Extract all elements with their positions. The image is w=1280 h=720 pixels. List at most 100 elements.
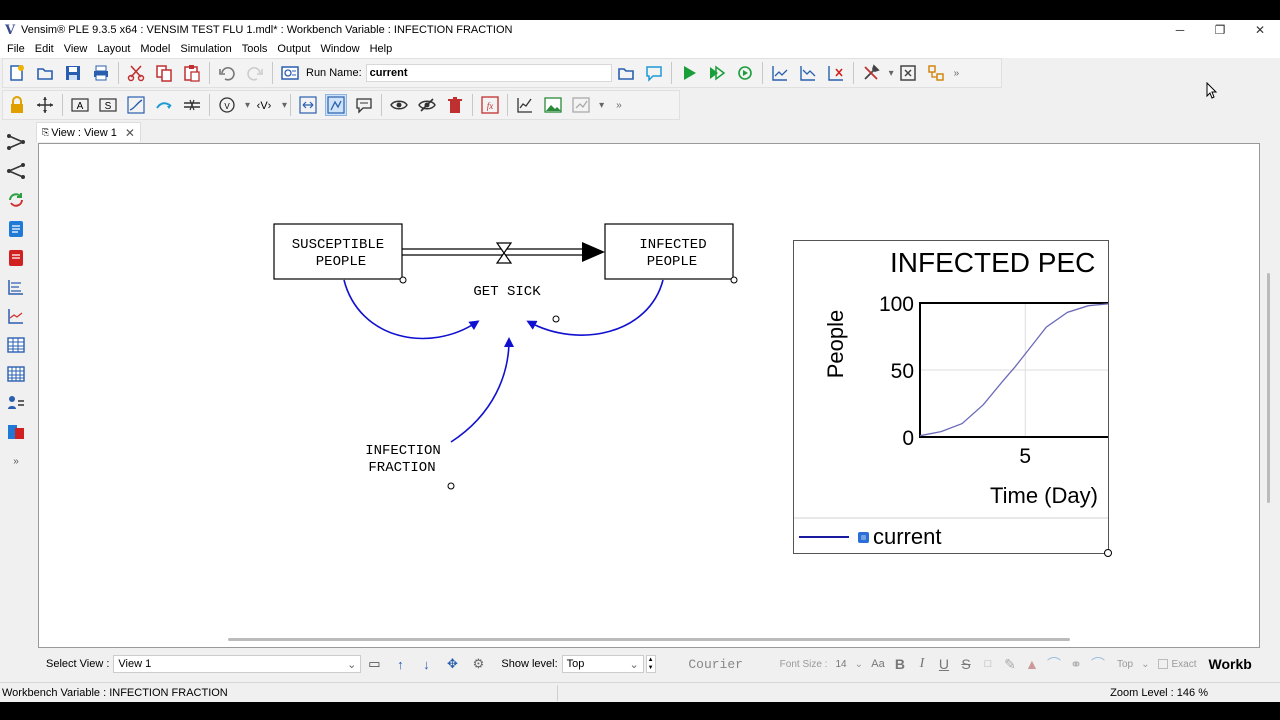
stock-infected-people[interactable]: INFECTED PEOPLE <box>604 223 738 284</box>
toolbar-overflow-icon[interactable]: » <box>953 67 960 79</box>
open-dataset-icon[interactable] <box>615 62 637 84</box>
chevron-down-icon[interactable]: ⌄ <box>1141 658 1150 670</box>
io-objects-dropdown-icon[interactable]: ▾ <box>599 99 605 111</box>
flow-handle[interactable] <box>552 315 560 323</box>
graph-tool-2-icon[interactable] <box>797 62 819 84</box>
menu-file[interactable]: File <box>7 43 25 55</box>
tab-view-1[interactable]: ⎘ View : View 1 ✕ <box>36 122 141 142</box>
graph-resize-handle[interactable] <box>1104 549 1112 557</box>
paste-icon[interactable] <box>181 62 203 84</box>
model-variable-dropdown-icon[interactable]: ▾ <box>245 99 251 111</box>
move-icon[interactable] <box>34 94 56 116</box>
aux-handle[interactable] <box>447 482 455 490</box>
strikethrough-icon[interactable]: S <box>961 656 971 672</box>
italic-icon[interactable]: I <box>919 656 925 671</box>
add-view-icon[interactable]: ✥ <box>446 656 458 671</box>
menu-view[interactable]: View <box>63 43 88 55</box>
uses-tree-icon[interactable] <box>4 159 28 183</box>
level-spinner[interactable]: ▲▼ <box>645 655 656 673</box>
aux-infection-fraction[interactable]: INFECTION FRACTION <box>365 443 455 490</box>
table-icon[interactable] <box>4 333 28 357</box>
graph-tool-1-icon[interactable] <box>769 62 791 84</box>
toolbar2-overflow-icon[interactable]: » <box>616 99 622 111</box>
legend-checkbox-icon[interactable] <box>858 531 869 543</box>
model-variable-icon[interactable]: V <box>216 94 238 116</box>
graph-editor-icon[interactable] <box>514 94 536 116</box>
redo-icon[interactable] <box>244 62 266 84</box>
run-synthesim-icon[interactable] <box>706 62 728 84</box>
menu-layout[interactable]: Layout <box>97 43 131 55</box>
font-style-icon[interactable]: Aa <box>871 658 885 670</box>
delete-icon[interactable] <box>444 94 466 116</box>
menu-output[interactable]: Output <box>277 43 311 55</box>
more-tools-icon[interactable]: » <box>13 455 19 467</box>
underline-icon[interactable]: U <box>938 656 950 672</box>
arrow-tool-icon[interactable] <box>153 94 175 116</box>
maximize-button[interactable]: ❐ <box>1214 23 1226 37</box>
shadow-variable-icon[interactable]: S <box>97 94 119 116</box>
menu-edit[interactable]: Edit <box>34 43 54 55</box>
cut-icon[interactable] <box>125 62 147 84</box>
chevron-down-icon[interactable]: ⌄ <box>854 658 863 670</box>
menu-help[interactable]: Help <box>369 43 393 55</box>
menu-simulation[interactable]: Simulation <box>180 43 232 55</box>
stock-handle[interactable] <box>730 276 738 284</box>
sketch-canvas[interactable]: SUSCEPTIBLE PEOPLE INFECTED PEOPLE GET S… <box>38 143 1260 648</box>
font-size-value[interactable]: 14 <box>835 658 847 670</box>
tab-close-icon[interactable]: ✕ <box>124 125 135 140</box>
lock-icon[interactable] <box>6 94 28 116</box>
arrow-shape-icon[interactable]: ⌒ <box>1046 656 1061 672</box>
equations-icon[interactable]: fx <box>479 94 501 116</box>
tools-dropdown-icon[interactable]: ▾ <box>888 67 894 79</box>
image-icon[interactable] <box>542 94 564 116</box>
level-tool-icon[interactable] <box>125 94 147 116</box>
comment-tool-icon[interactable] <box>353 94 375 116</box>
menu-tools[interactable]: Tools <box>241 43 268 55</box>
loops-icon[interactable] <box>4 188 28 212</box>
data-icon[interactable] <box>4 420 28 444</box>
stock-handle[interactable] <box>399 276 407 284</box>
show-level-dropdown[interactable]: Top ⌄ <box>561 655 644 673</box>
graph-icon[interactable] <box>4 275 28 299</box>
subscripts-icon[interactable] <box>897 62 919 84</box>
run-optimize-icon[interactable] <box>734 62 756 84</box>
canvas-vertical-scrollbar[interactable] <box>1262 143 1274 648</box>
menu-window[interactable]: Window <box>320 43 360 55</box>
delete-arrows-icon[interactable] <box>297 94 319 116</box>
flow-get-sick-pipe[interactable]: GET SICK <box>402 242 605 323</box>
view-settings-icon[interactable]: ⚙ <box>472 656 485 671</box>
causes-tree-icon[interactable] <box>4 130 28 154</box>
fill-color-icon[interactable]: ▲ <box>1025 656 1039 672</box>
select-view-dropdown[interactable]: View 1 ⌄ <box>113 655 362 673</box>
undo-icon[interactable] <box>216 62 238 84</box>
close-button[interactable]: ✕ <box>1254 23 1266 37</box>
canvas-horizontal-scrollbar[interactable] <box>38 634 1260 646</box>
show-icon[interactable] <box>388 94 410 116</box>
exact-checkbox[interactable] <box>1157 659 1168 669</box>
causes-strip-icon[interactable] <box>4 246 28 270</box>
move-view-up-icon[interactable]: ↑ <box>397 656 404 672</box>
run-name-input[interactable] <box>365 64 612 82</box>
runs-compare-icon[interactable] <box>4 391 28 415</box>
copy-icon[interactable] <box>153 62 175 84</box>
arrow-style-icon[interactable]: ⚭ <box>1070 655 1082 672</box>
input-output-dropdown-icon[interactable]: ▾ <box>282 99 288 111</box>
input-output-objects-icon[interactable] <box>570 94 592 116</box>
rate-tool-icon[interactable] <box>181 94 203 116</box>
arrow-susceptible-to-get-sick[interactable] <box>343 279 480 340</box>
document-icon[interactable] <box>4 217 28 241</box>
arrow-curve-icon[interactable]: ⌒ <box>1090 656 1105 672</box>
arrow-infected-to-get-sick[interactable] <box>526 279 664 336</box>
box-shape-icon[interactable]: □ <box>984 658 992 670</box>
font-name-field[interactable]: Courier <box>688 656 743 672</box>
horizontal-scroll-thumb[interactable] <box>228 638 1070 641</box>
stock-susceptible-people[interactable]: SUSCEPTIBLE PEOPLE <box>273 223 407 284</box>
new-model-icon[interactable] <box>6 62 28 84</box>
sketch-tool-active-icon[interactable] <box>325 94 348 116</box>
move-view-down-icon[interactable]: ↓ <box>423 656 430 672</box>
position-value[interactable]: Top <box>1116 658 1134 670</box>
menu-model[interactable]: Model <box>140 43 171 55</box>
variable-tool-icon[interactable]: A <box>69 94 91 116</box>
view-window-icon[interactable]: ▭ <box>368 656 381 671</box>
